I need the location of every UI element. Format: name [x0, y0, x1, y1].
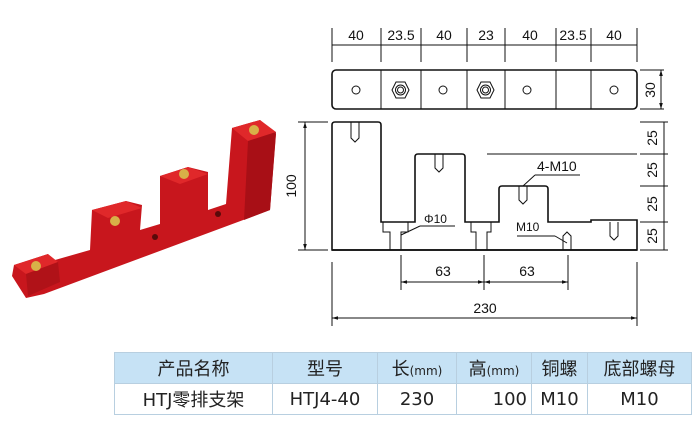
length-total-dim: 230	[473, 300, 497, 316]
step-dim-1: 25	[644, 130, 660, 146]
top-dim-7: 40	[606, 27, 622, 43]
header-copper-nut: 铜螺	[531, 352, 588, 384]
cell-bottom-nut: M10	[587, 383, 692, 415]
step-dim-4: 25	[644, 228, 660, 244]
top-dim-6: 23.5	[559, 27, 586, 43]
spacing-dim-1: 63	[435, 263, 451, 279]
step-dim-3: 25	[644, 196, 660, 212]
header-height: 高(mm)	[456, 352, 532, 384]
header-bottom-nut: 底部螺母	[587, 352, 692, 384]
table-header-row: 产品名称 型号 长(mm) 高(mm) 铜螺 底部螺母	[114, 352, 692, 384]
cell-height: 100	[456, 383, 532, 415]
top-dim-3: 40	[436, 27, 452, 43]
bottom-nut-label: M10	[516, 220, 540, 234]
cell-copper-nut: M10	[531, 383, 588, 415]
height-total-dim: 100	[283, 174, 299, 198]
header-length: 长(mm)	[377, 352, 457, 384]
technical-drawing: 40 23.5 40 23 40 23.5 40 30 100 25 25 25…	[283, 27, 668, 326]
top-dim-4: 23	[478, 27, 494, 43]
top-dim-2: 23.5	[387, 27, 414, 43]
spec-table: 产品名称 型号 长(mm) 高(mm) 铜螺 底部螺母 HTJ零排支架 HTJ4…	[114, 352, 692, 415]
cell-model: HTJ4-40	[272, 383, 378, 415]
cell-length: 230	[377, 383, 457, 415]
cell-product-name: HTJ零排支架	[114, 383, 273, 415]
phi-label: Φ10	[424, 212, 447, 226]
table-row: HTJ零排支架 HTJ4-40 230 100 M10 M10	[114, 383, 692, 415]
spacing-dim-2: 63	[519, 263, 535, 279]
step-dim-2: 25	[644, 162, 660, 178]
top-dim-1: 40	[348, 27, 364, 43]
top-dim-5: 40	[522, 27, 538, 43]
header-model: 型号	[272, 352, 378, 384]
red-busbar-support	[12, 120, 276, 298]
plate-height-dim: 30	[642, 82, 658, 98]
header-product-name: 产品名称	[114, 352, 273, 384]
product-photo	[12, 120, 276, 298]
hole-label: 4-M10	[537, 158, 577, 174]
